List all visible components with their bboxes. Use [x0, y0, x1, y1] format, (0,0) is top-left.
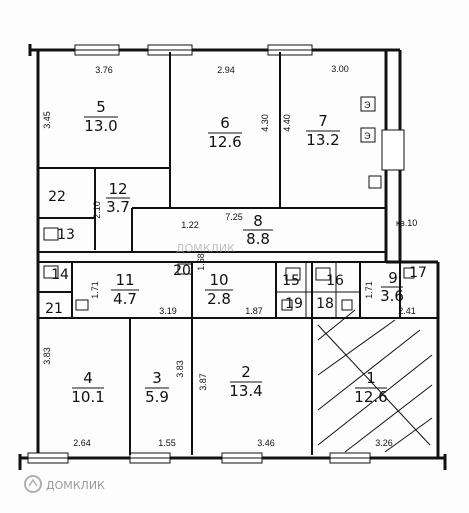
- dim-room2-width: 3.46: [257, 438, 275, 448]
- dim-room12-height: 2.10: [92, 201, 102, 219]
- room-11-number: 11: [115, 271, 134, 289]
- room-21-number: 21: [45, 301, 63, 317]
- dim-room4-width: 2.64: [73, 438, 91, 448]
- room-labels: 5 13.0 6 12.6 7 13.2 12 3.7 8 8.8 11 4.7…: [71, 98, 404, 406]
- electric-symbol-2: Э: [364, 131, 371, 141]
- room-4-area: 10.1: [71, 388, 104, 406]
- room-18-number: 18: [316, 296, 334, 312]
- room-6-number: 6: [220, 114, 230, 132]
- dim-room1-width: 3.26: [375, 438, 393, 448]
- apartment-label: кв.10: [396, 218, 417, 228]
- area-underlines: [72, 116, 403, 389]
- room-1-area: 12.6: [354, 388, 387, 406]
- dim-room7-height: 4.40: [282, 114, 292, 132]
- dim-room9-width: 2.41: [398, 306, 416, 316]
- right-window: [381, 129, 405, 171]
- room-3-area: 5.9: [145, 388, 169, 406]
- room-5-area: 13.0: [84, 117, 117, 135]
- fixtures: [43, 227, 415, 311]
- room-7-number: 7: [318, 112, 328, 130]
- room-9-number: 9: [388, 269, 398, 287]
- room-2-number: 2: [241, 363, 251, 381]
- room-10-number: 10: [209, 271, 228, 289]
- room-19-number: 19: [285, 296, 303, 312]
- room-12-area: 3.7: [106, 198, 130, 216]
- dim-room10-width: 1.87: [245, 306, 263, 316]
- dim-corridor-1: 1.22: [181, 220, 199, 230]
- room-14-number: 14: [51, 267, 69, 283]
- room-8-number: 8: [253, 212, 263, 230]
- dim-room5-height: 3.45: [42, 111, 52, 129]
- dim-room9-height: 1.71: [364, 281, 374, 299]
- room-6-area: 12.6: [208, 133, 241, 151]
- room-5-number: 5: [96, 98, 106, 116]
- interior-walls: [38, 52, 438, 455]
- dim-room11-height: 1.71: [90, 281, 100, 299]
- room-16-number: 16: [326, 273, 344, 289]
- domclick-logo-icon: [24, 475, 42, 493]
- dim-room6-width: 2.94: [217, 65, 235, 75]
- room-1-number: 1: [366, 369, 376, 387]
- small-room-labels: 22 13 14 20 15 16 17 21 19 18: [45, 189, 427, 317]
- dim-room3-width: 1.55: [158, 438, 176, 448]
- outer-walls: [18, 44, 447, 470]
- dim-room11-width: 3.19: [159, 306, 177, 316]
- dim-room5-width: 3.76: [95, 65, 113, 75]
- watermark-overlay: ДОМКЛИК: [176, 242, 235, 255]
- dim-room4-height: 3.83: [42, 347, 52, 365]
- top-windows: [74, 44, 313, 56]
- site-watermark: ДОМКЛИК: [24, 475, 105, 493]
- bottom-windows: [27, 452, 371, 464]
- watermark-site-name: ДОМКЛИК: [46, 479, 105, 492]
- dim-room8-width: 7.25: [225, 212, 243, 222]
- dim-room10-height: 1.68: [196, 253, 206, 271]
- room-13-number: 13: [57, 227, 75, 243]
- dim-room6-height: 4.30: [260, 114, 270, 132]
- room-8-area: 8.8: [246, 230, 270, 248]
- room-1-hatch: [317, 309, 433, 453]
- room-11-area: 4.7: [113, 290, 137, 308]
- dim-room3-height: 3.83: [175, 360, 185, 378]
- room-9-area: 3.6: [380, 287, 404, 305]
- electric-symbol-1: Э: [364, 100, 371, 110]
- room-15-number: 15: [282, 273, 300, 289]
- room-17-number: 17: [409, 265, 427, 281]
- room-2-area: 13.4: [229, 382, 262, 400]
- room-20-number: 20: [173, 263, 191, 279]
- room-3-number: 3: [152, 369, 162, 387]
- dim-room7-width: 3.00: [331, 64, 349, 74]
- room-7-area: 13.2: [306, 131, 339, 149]
- room-10-area: 2.8: [207, 290, 231, 308]
- room-12-number: 12: [108, 180, 127, 198]
- dimension-labels: 3.76 2.94 3.00 3.45 4.30 4.40 2.10 1.22 …: [42, 64, 416, 448]
- dim-room2-height: 3.87: [198, 373, 208, 391]
- room-22-number: 22: [48, 189, 66, 205]
- room-4-number: 4: [83, 369, 93, 387]
- electric-symbols: Э Э: [360, 96, 382, 189]
